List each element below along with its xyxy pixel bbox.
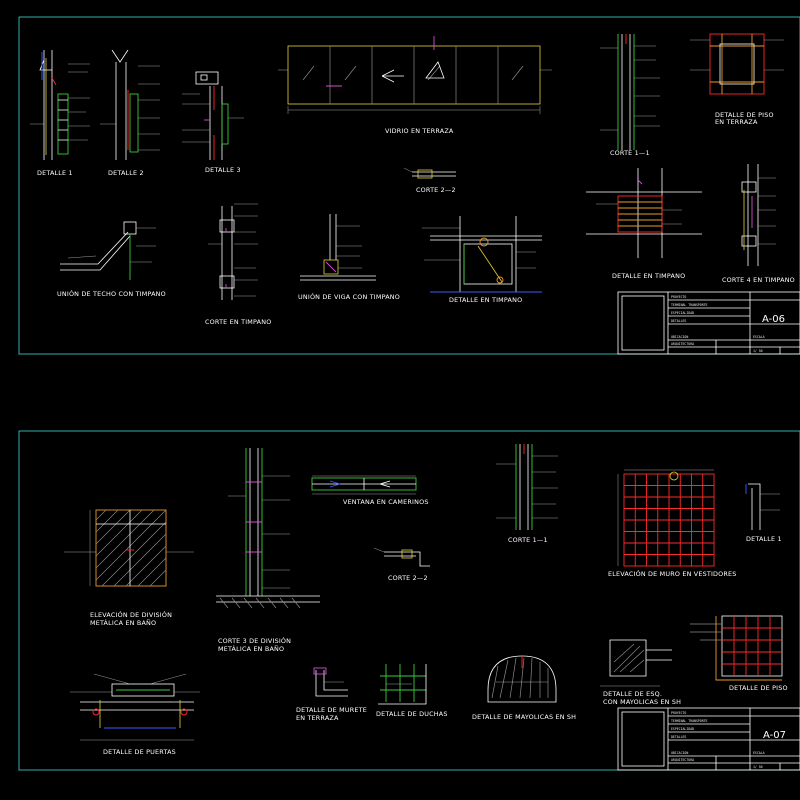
svg-text:UBICACION: UBICACION [671,751,688,755]
floor-detail-b-drawing [690,615,783,681]
terrace-floor-title-2: EN TERRAZA [715,118,758,126]
sheet-a07-frame [18,430,800,771]
detail-1-b-title: DETALLE 1 [746,535,782,543]
roof-union-title: UNIÓN DE TECHO CON TIMPANO [57,289,166,298]
partition-section-3-drawing [216,448,320,609]
terrace-floor-title-1: DETALLE DE PISO [715,111,774,119]
svg-text:ESCALA: ESCALA [753,335,765,339]
parapet-detail-title-1: DETALLE DE MURETE [296,706,367,714]
section-1-1-drawing [600,34,660,150]
svg-text:PROYECTO: PROYECTO [671,711,686,715]
shower-detail-title: DETALLE DE DUCHAS [376,710,448,718]
sheet-a07: ELEVACIÓN DE DIVISIÓN METÁLICA EN BAÑO C… [18,430,800,771]
title-block-a06: PROYECTO TERMINAL TRANSPORTE ESPECIALIDA… [617,291,800,355]
section-2-2-b-title: CORTE 2—2 [388,574,428,582]
beam-union-drawing [300,214,376,281]
tympanum-section-title: CORTE EN TIMPANO [205,318,271,326]
dressing-window-drawing [311,475,417,495]
parapet-detail-title-2: EN TERRAZA [296,714,339,722]
svg-text:PROYECTO: PROYECTO [671,295,686,299]
roof-union-drawing [60,221,156,280]
detail-1-title: DETALLE 1 [37,169,73,177]
svg-text:ARQUITECTURA: ARQUITECTURA [671,342,694,346]
section-1-1-b-title: CORTE 1—1 [508,536,548,544]
sheet-a06-code: A-06 [762,314,785,325]
svg-text:1/ 50: 1/ 50 [753,765,763,769]
tympanum-floor-title: DETALLE EN TIMPANO [612,272,685,280]
detail-2-drawing [100,49,160,160]
svg-text:1/ 50: 1/ 50 [753,349,763,353]
detail-3-drawing [182,71,244,160]
sh-tiles-detail-title: DETALLE DE MAYOLICAS EN SH [472,713,576,721]
door-detail-drawing [70,673,200,741]
corner-tiles-detail-title-2: CON MAYOLICAS EN SH [603,698,681,706]
terrace-floor-detail-drawing [690,33,784,95]
partition-elevation-title-2: METÁLICA EN BAÑO [90,618,156,627]
corner-tiles-detail-drawing [600,639,672,687]
dressing-window-title: VENTANA EN CAMERINOS [343,498,429,506]
section-4-drawing [741,164,776,266]
floor-detail-b-title: DETALLE DE PISO [729,684,788,692]
section-2-2-title: CORTE 2—2 [416,186,456,194]
section-2-2-drawing [403,167,456,179]
title-block-a07: PROYECTO TERMINAL TRANSPORTE ESPECIALIDA… [617,707,800,771]
tympanum-elevation-drawing [422,216,542,293]
svg-text:ESCALA: ESCALA [753,751,765,755]
locker-wall-elevation-drawing [617,469,715,567]
partition-elevation-title-1: ELEVACIÓN DE DIVISIÓN [90,610,172,619]
tympanum-elevation-title: DETALLE EN TIMPANO [449,296,522,304]
sheet-a07-code: A-07 [763,730,786,741]
sheet-a06-frame [18,16,800,355]
svg-text:ARQUITECTURA: ARQUITECTURA [671,758,694,762]
partition-elevation-drawing [64,509,194,587]
sheet-a06: DETALLE 1 DETALLE 2 DETALLE 3 [18,16,800,355]
partition-section-3-title-1: CORTE 3 DE DIVISIÓN [218,636,291,645]
svg-text:ESPECIALIDAD: ESPECIALIDAD [671,311,694,315]
detail-3-title: DETALLE 3 [205,166,241,174]
glass-elevation-title: VIDRIO EN TERRAZA [385,127,454,135]
corner-tiles-detail-title-1: DETALLE DE ESQ. [603,690,662,698]
glass-elevation-drawing [278,36,552,114]
section-1-1-b-drawing [496,444,558,530]
svg-text:DETALLES: DETALLES [671,319,686,323]
section-4-title: CORTE 4 EN TIMPANO [722,276,795,284]
sh-tiles-detail-drawing [487,655,557,703]
tympanum-section-drawing [208,203,258,300]
svg-text:TERMINAL TRANSPORTE: TERMINAL TRANSPORTE [671,303,708,307]
detail-1-b-drawing [745,483,780,530]
section-2-2-b-drawing [373,547,430,567]
beam-union-title: UNIÓN DE VIGA CON TIMPANO [298,292,400,301]
tympanum-floor-detail-drawing [586,168,702,258]
svg-text:TERMINAL TRANSPORTE: TERMINAL TRANSPORTE [671,719,708,723]
detail-1-drawing [30,50,90,160]
door-detail-title: DETALLE DE PUERTAS [103,748,176,756]
parapet-detail-drawing [313,667,348,697]
shower-detail-drawing [378,664,427,705]
section-1-1-title: CORTE 1—1 [610,149,650,157]
locker-wall-elevation-title: ELEVACIÓN DE MURO EN VESTIDORES [608,569,737,578]
svg-text:ESPECIALIDAD: ESPECIALIDAD [671,727,694,731]
detail-2-title: DETALLE 2 [108,169,144,177]
partition-section-3-title-2: METÁLICA EN BAÑO [218,644,284,653]
svg-text:DETALLES: DETALLES [671,735,686,739]
svg-text:UBICACION: UBICACION [671,335,688,339]
